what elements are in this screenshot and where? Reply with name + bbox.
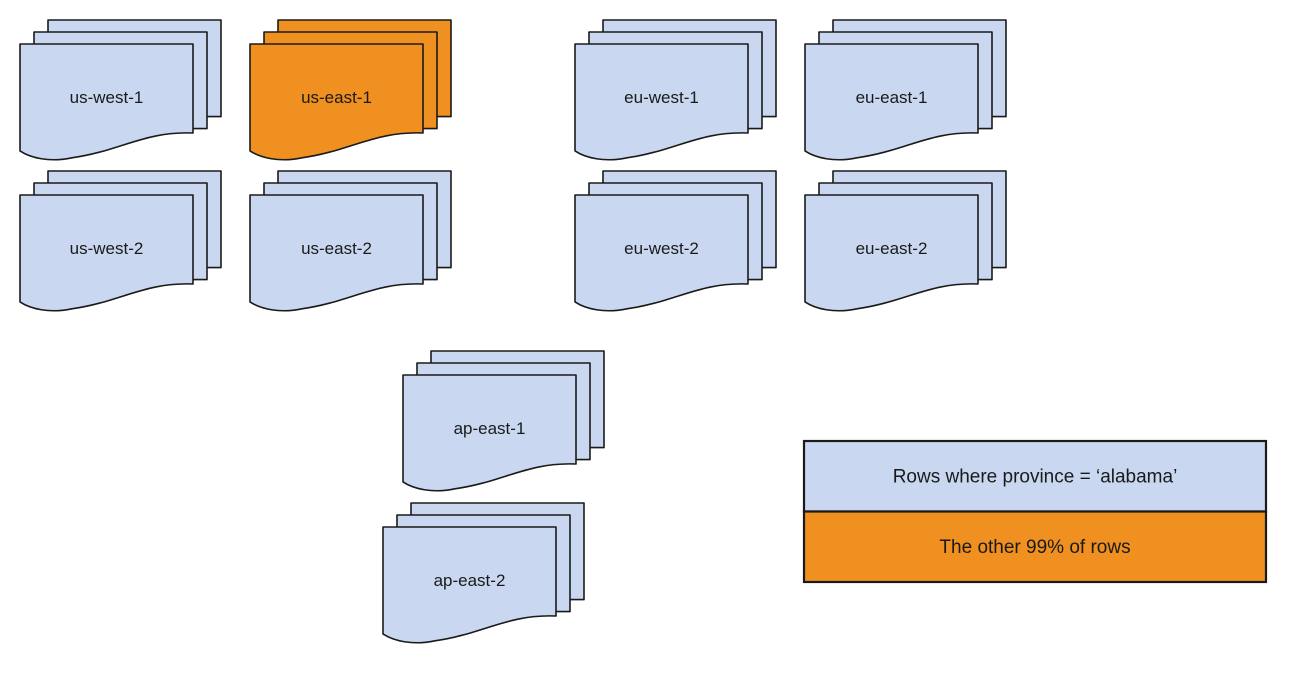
region-stack-ap-east-2[interactable]: ap-east-2 xyxy=(382,502,585,644)
stack-sheet-front[interactable] xyxy=(382,526,557,644)
stack-sheet-front[interactable] xyxy=(804,43,979,161)
stacks-layer: us-west-1us-west-2us-east-1us-east-2eu-w… xyxy=(19,19,1007,644)
stack-sheet-front[interactable] xyxy=(402,374,577,492)
region-stack-ap-east-1[interactable]: ap-east-1 xyxy=(402,350,605,492)
legend-entry-alabama-rows: Rows where province = ‘alabama’ xyxy=(802,439,1268,513)
stack-sheet-front[interactable] xyxy=(804,194,979,312)
stack-sheet-front[interactable] xyxy=(574,43,749,161)
legend-swatch-alabama-rows xyxy=(802,439,1268,513)
stack-sheet-front[interactable] xyxy=(249,43,424,161)
stack-sheet-front[interactable] xyxy=(574,194,749,312)
region-stack-us-east-2[interactable]: us-east-2 xyxy=(249,170,452,312)
legend-swatch-other-rows xyxy=(802,510,1268,584)
region-stack-eu-east-2[interactable]: eu-east-2 xyxy=(804,170,1007,312)
stack-sheet-front[interactable] xyxy=(19,194,194,312)
stack-sheet-front[interactable] xyxy=(249,194,424,312)
stack-sheet-front[interactable] xyxy=(19,43,194,161)
region-stack-us-west-2[interactable]: us-west-2 xyxy=(19,170,222,312)
legend-entry-other-rows: The other 99% of rows xyxy=(802,510,1268,584)
legend-layer: Rows where province = ‘alabama’The other… xyxy=(802,439,1268,584)
